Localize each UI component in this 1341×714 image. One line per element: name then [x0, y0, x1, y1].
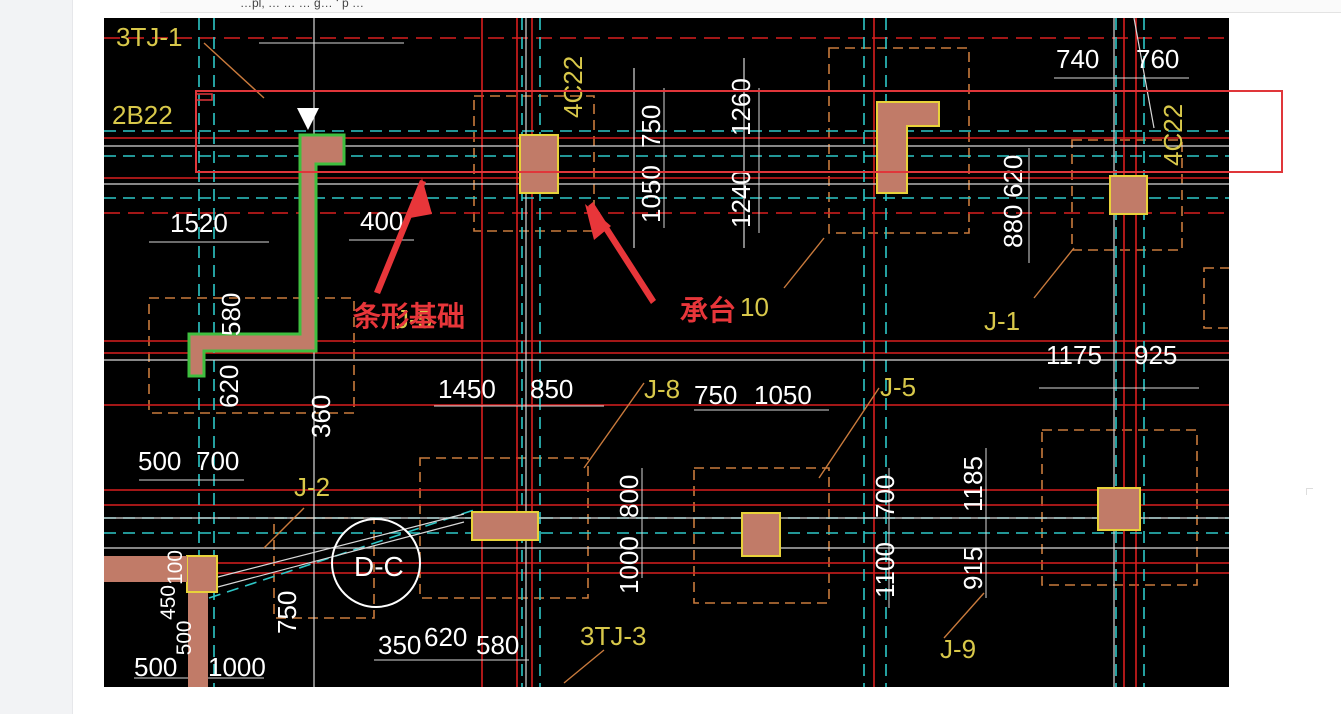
- label-4c22-a: 4C22: [558, 56, 588, 118]
- dim-500c: 500: [134, 652, 177, 682]
- cad-svg: 3TJ-1 2B22 4C22 4C22 J-5 10 J-1 J-8 J-5 …: [104, 18, 1229, 687]
- dim-1520: 1520: [170, 208, 228, 238]
- strip-foundation-shape: [187, 108, 346, 378]
- dim-1175: 1175: [1046, 340, 1102, 370]
- dim-800: 800: [614, 475, 644, 518]
- label-j2: J-2: [294, 472, 330, 502]
- dim-740: 740: [1056, 44, 1099, 74]
- label-4c22-b: 4C22: [1158, 104, 1188, 166]
- dim-1100: 1100: [870, 542, 900, 598]
- label-j8: J-8: [644, 374, 680, 404]
- dim-620a: 620: [998, 155, 1028, 198]
- right-edge-mark: [1306, 488, 1313, 495]
- dim-750a: 750: [636, 105, 666, 148]
- red-dashed-lines: [104, 37, 1229, 214]
- cad-drawing: 3TJ-1 2B22 4C22 4C22 J-5 10 J-1 J-8 J-5 …: [104, 18, 1229, 687]
- dim-750b: 750: [694, 380, 737, 410]
- callout-strip-foundation: 条形基础: [353, 300, 466, 333]
- dim-1450: 1450: [438, 374, 496, 404]
- dim-750c: 750: [272, 591, 302, 634]
- label-j9: J-9: [940, 634, 976, 664]
- dim-915: 915: [958, 547, 988, 590]
- label-10: 10: [740, 292, 769, 322]
- dim-1050a: 1050: [636, 165, 666, 223]
- foundation-outlines: [148, 47, 1229, 619]
- label-dc: D-C: [354, 551, 404, 582]
- label-3tj3: 3TJ-3: [580, 621, 646, 651]
- arrow-head-strip: [410, 178, 432, 218]
- label-j1: J-1: [984, 306, 1020, 336]
- dim-1240: 1240: [726, 170, 756, 228]
- dim-1050b: 1050: [754, 380, 812, 410]
- page-left-gutter: [0, 0, 73, 714]
- white-lines: [104, 18, 1229, 687]
- dim-1000a: 1000: [614, 536, 644, 594]
- dim-1260: 1260: [726, 78, 756, 136]
- dimension-labels: 740 760 750 1260 1050 1240 620 880 1520 …: [134, 44, 1179, 682]
- dim-700b: 700: [870, 475, 900, 518]
- dim-700a: 700: [196, 446, 239, 476]
- pile-caps: [104, 101, 1148, 687]
- highlight-box: [195, 90, 1283, 173]
- dim-1185: 1185: [958, 456, 988, 512]
- label-j5b: J-5: [880, 372, 916, 402]
- dim-580b: 580: [476, 630, 519, 660]
- annotation-arrows: [374, 178, 656, 304]
- top-text-strip: …pl, … … … g… ‘ p …: [160, 0, 1341, 13]
- arrow-head-cap: [585, 204, 611, 240]
- dim-500b: 500: [173, 620, 196, 655]
- dc-circle: [331, 518, 421, 608]
- dim-620c: 620: [424, 622, 467, 652]
- dim-350: 350: [378, 630, 421, 660]
- dim-400: 400: [360, 206, 403, 236]
- label-2b22: 2B22: [112, 100, 173, 130]
- dim-880: 880: [998, 205, 1028, 248]
- dim-1000b: 1000: [208, 652, 266, 682]
- dim-760: 760: [1136, 44, 1179, 74]
- dim-850: 850: [530, 374, 573, 404]
- label-3tj1: 3TJ-1: [116, 22, 182, 52]
- callout-pile-cap: 承台: [680, 294, 737, 327]
- dim-360: 360: [306, 395, 336, 438]
- dim-925: 925: [1134, 340, 1177, 370]
- dim-620b: 620: [214, 365, 244, 408]
- dim-100: 100: [164, 550, 187, 585]
- leader-lines: [203, 42, 1075, 684]
- label-j5a: J-5: [396, 304, 432, 334]
- dim-500a: 500: [138, 446, 181, 476]
- dim-580a: 580: [216, 293, 246, 336]
- dim-450: 450: [157, 585, 180, 620]
- dimension-lines: [134, 42, 1199, 679]
- yellow-labels: 3TJ-1 2B22 4C22 4C22 J-5 10 J-1 J-8 J-5 …: [112, 22, 1188, 664]
- top-strip-text: …pl, … … … g… ‘ p …: [240, 0, 365, 10]
